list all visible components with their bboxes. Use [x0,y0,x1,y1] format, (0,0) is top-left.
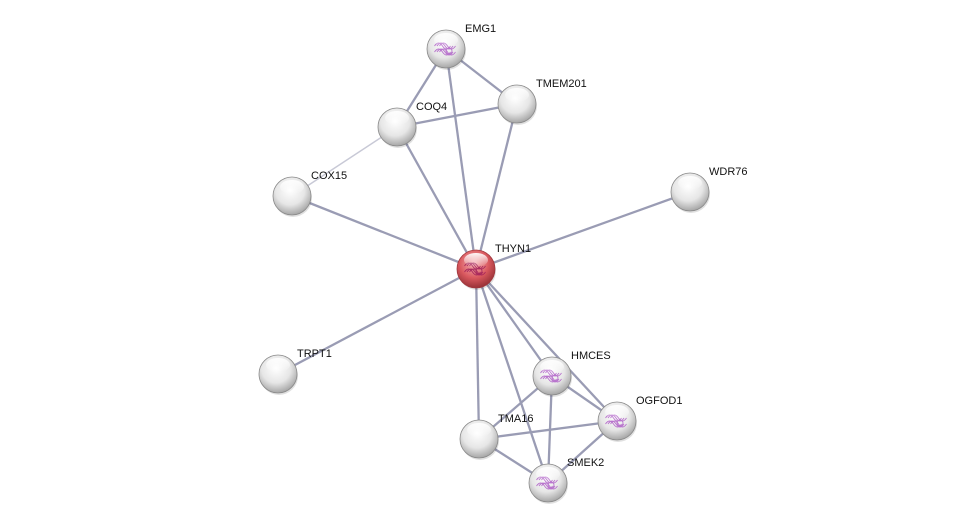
edge-tmem201-thyn1[interactable] [474,103,519,270]
node-smek2[interactable]: SMEK2 [528,457,604,504]
node-label: COQ4 [416,101,447,113]
node-trpt1[interactable]: TRPT1 [258,348,332,395]
edge-tma16-ogfod1[interactable] [478,419,618,441]
node-cox15[interactable]: COX15 [272,170,347,217]
node-label: WDR76 [709,166,748,178]
edge-cox15-coq4[interactable] [291,126,398,197]
edge-thyn1-tma16[interactable] [474,268,481,440]
node-label: HMCES [571,350,611,362]
edge-thyn1-smek2[interactable] [474,268,550,484]
node-label: TRPT1 [297,348,332,360]
edge-wdr76-thyn1[interactable] [475,190,691,271]
edge-coq4-tmem201[interactable] [396,102,518,129]
node-label: EMG1 [465,23,496,35]
node-tmem201[interactable]: TMEM201 [497,78,587,125]
node-tma16[interactable]: TMA16 [459,413,533,460]
edge-thyn1-hmces[interactable] [475,268,553,377]
node-thyn1[interactable]: THYN1 [456,243,531,290]
edge-thyn1-ogfod1[interactable] [475,268,618,422]
node-coq4[interactable]: COQ4 [377,101,447,148]
edge-emg1-thyn1[interactable] [444,48,478,270]
edge-trpt1-thyn1[interactable] [277,267,477,376]
node-emg1[interactable]: EMG1 [426,23,496,70]
node-label: THYN1 [495,243,531,255]
node-hmces[interactable]: HMCES [532,350,611,397]
edge-cox15-thyn1[interactable] [291,194,477,271]
node-label: OGFOD1 [636,395,682,407]
node-ogfod1[interactable]: OGFOD1 [597,395,682,442]
node-label: TMEM201 [536,78,587,90]
node-wdr76[interactable]: WDR76 [670,166,748,213]
node-label: TMA16 [498,413,533,425]
node-label: SMEK2 [567,457,604,469]
edge-coq4-thyn1[interactable] [395,126,478,270]
node-label: COX15 [311,170,347,182]
